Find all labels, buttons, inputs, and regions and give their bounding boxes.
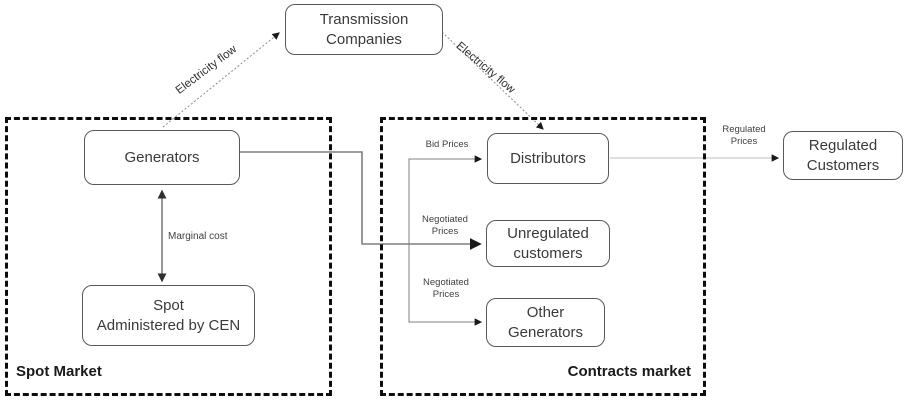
node-spot-administered-by-cen: Spot Administered by CEN (82, 285, 255, 346)
node-unregulated-customers: Unregulated customers (486, 220, 610, 267)
edge-trunk-to-other-generators (408, 244, 483, 326)
spot-market-container (5, 117, 332, 396)
edge-trunk-to-distributors (408, 155, 483, 244)
bid-prices-label: Bid Prices (425, 139, 469, 150)
node-other-generators: Other Generators (486, 298, 605, 347)
contracts-market-container (380, 117, 706, 396)
spot-market-label: Spot Market (16, 363, 102, 380)
node-regulated-customers: Regulated Customers (783, 131, 903, 180)
regulated-prices-label: Regulated Prices (722, 124, 766, 147)
edge-generators-to-transmission (162, 32, 280, 128)
negotiated-prices-bottom-label: Negotiated Prices (423, 277, 469, 300)
edge-transmission-to-distributors (441, 31, 544, 130)
node-transmission-companies: Transmission Companies (285, 4, 443, 55)
contracts-market-label: Contracts market (567, 363, 691, 380)
node-distributors: Distributors (487, 133, 609, 184)
negotiated-prices-top-label: Negotiated Prices (422, 214, 468, 237)
node-generators: Generators (84, 130, 240, 185)
edge-generators-to-unregulated (240, 151, 482, 250)
marginal-cost-label: Marginal cost (168, 231, 228, 242)
